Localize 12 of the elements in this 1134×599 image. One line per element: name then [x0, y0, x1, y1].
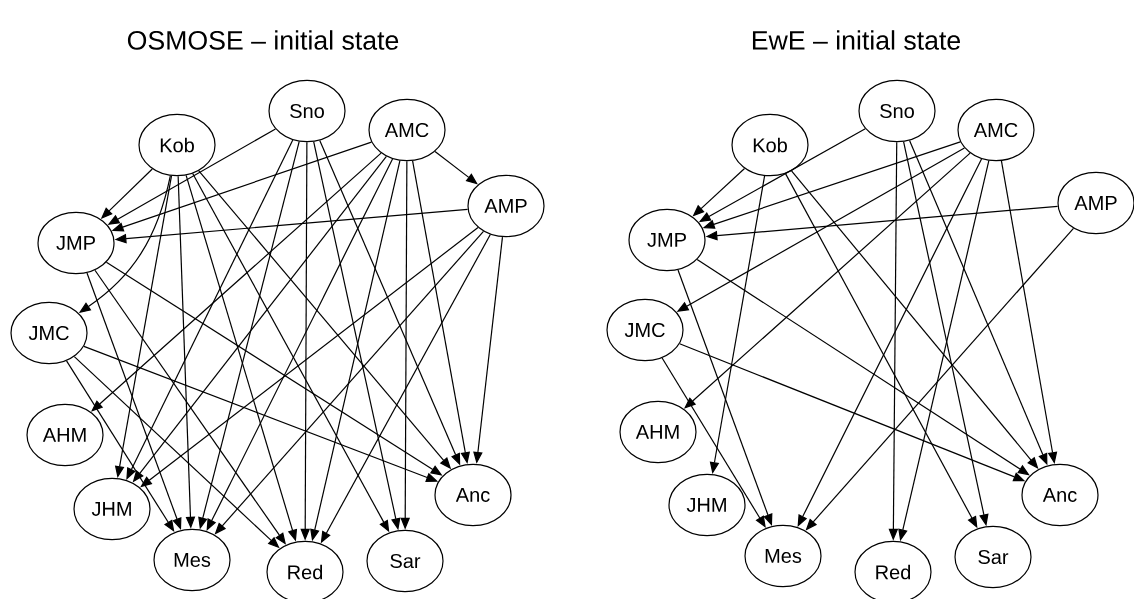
- arrow: [86, 272, 182, 530]
- arrow: [661, 357, 766, 528]
- arrow: [91, 152, 382, 412]
- arrow: [140, 226, 479, 488]
- arrow: [696, 258, 1030, 476]
- arrow: [434, 150, 478, 185]
- arrow: [126, 139, 294, 480]
- panel-title: OSMOSE – initial state: [127, 30, 399, 50]
- arrow: [790, 170, 1039, 469]
- arrow: [677, 269, 773, 526]
- panel-title: EwE – initial state: [752, 30, 960, 50]
- arrow: [412, 160, 471, 464]
